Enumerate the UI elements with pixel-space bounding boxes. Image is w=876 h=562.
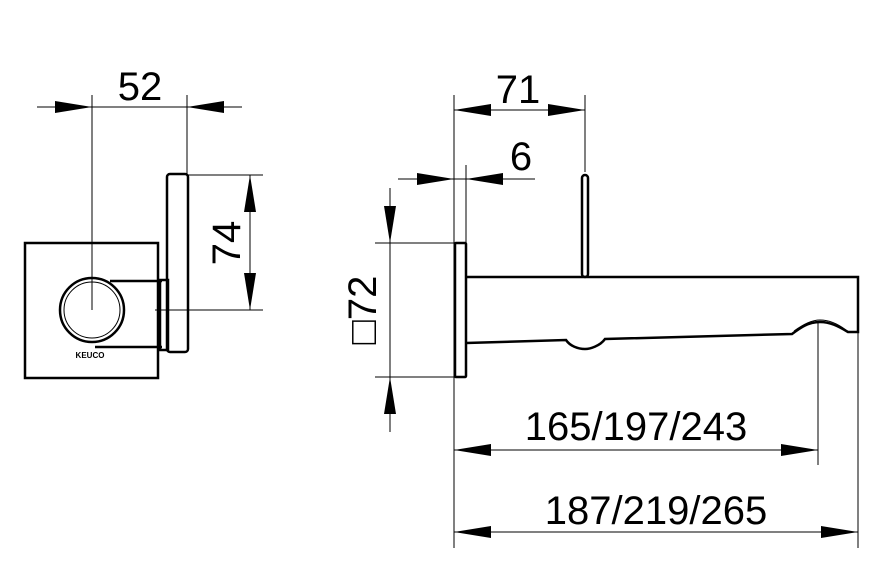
handle-knob — [58, 276, 126, 344]
arrow-icon — [454, 104, 491, 116]
dimension-71: 71 — [496, 68, 541, 112]
side-view: 71 6 □72 165/197/243 187/219/265 — [341, 68, 860, 548]
arrow-icon — [454, 444, 491, 456]
dimension-72: □72 — [341, 276, 385, 345]
arrow-icon — [466, 173, 503, 185]
dimension-52: 52 — [118, 65, 163, 109]
rosette-flange — [453, 241, 468, 379]
arrow-icon — [781, 444, 818, 456]
arrow-icon — [454, 526, 491, 538]
arrow-icon — [384, 377, 396, 414]
handle-knob-inner — [63, 281, 121, 339]
arrow-icon — [244, 273, 256, 310]
outlet-edge — [793, 319, 847, 332]
dimension-outlet: 165/197/243 — [525, 405, 747, 449]
arrow-icon — [384, 206, 396, 243]
arrow-icon — [417, 173, 454, 185]
dimension-total: 187/219/265 — [545, 489, 767, 533]
dimension-6: 6 — [510, 135, 532, 179]
lever-base — [158, 278, 170, 352]
arrow-icon — [244, 175, 256, 212]
dimension-74: 74 — [205, 221, 249, 266]
keuco-logo: KEUCO — [76, 351, 105, 360]
arrow-icon — [55, 101, 92, 113]
front-view: 52 KEUCO 74 — [23, 65, 263, 380]
lever-handle — [165, 172, 190, 354]
spout — [465, 275, 860, 351]
arrow-icon — [187, 101, 224, 113]
lever-rod — [580, 173, 590, 279]
arrow-icon — [821, 526, 858, 538]
arrow-icon — [548, 104, 585, 116]
